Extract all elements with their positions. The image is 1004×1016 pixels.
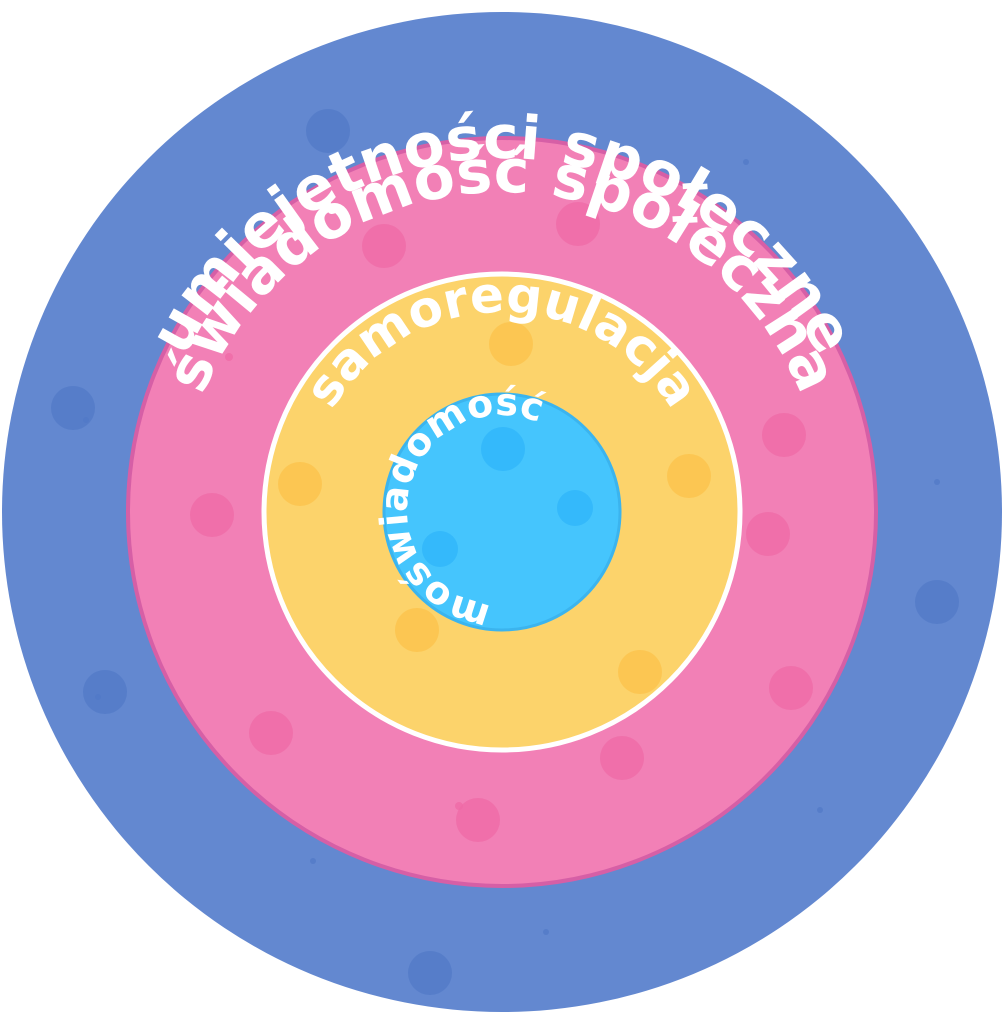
core-circle-dots xyxy=(422,427,593,567)
outer-decor-dot xyxy=(51,386,95,430)
outer-decor-dot xyxy=(310,858,316,864)
outer-decor-dot xyxy=(95,694,101,700)
pink-decor-dot xyxy=(556,202,600,246)
pink-decor-dot xyxy=(769,666,813,710)
outer-decor-dot xyxy=(543,929,549,935)
outer-decor-dot xyxy=(83,417,89,423)
yellow-decor-dot xyxy=(667,454,711,498)
yellow-decor-dot xyxy=(278,462,322,506)
outer-decor-dot xyxy=(306,109,350,153)
yellow-ring-dots xyxy=(278,322,711,694)
outer-decor-dot xyxy=(743,159,749,165)
yellow-decor-dot xyxy=(489,322,533,366)
pink-decor-dot xyxy=(225,353,233,361)
outer-decor-dot xyxy=(934,479,940,485)
pink-decor-dot xyxy=(190,493,234,537)
core-circle xyxy=(382,392,622,632)
pink-ring-dots xyxy=(190,202,813,842)
yellow-decor-dot xyxy=(618,650,662,694)
outer-decor-dot xyxy=(83,670,127,714)
outer-decor-dot xyxy=(408,951,452,995)
core-circle-fill xyxy=(382,392,622,632)
core-decor-dot xyxy=(557,490,593,526)
core-decor-dot xyxy=(481,427,525,471)
pink-decor-dot xyxy=(249,711,293,755)
pink-decor-dot xyxy=(456,798,500,842)
pink-decor-dot xyxy=(455,802,463,810)
outer-decor-dot xyxy=(915,580,959,624)
pink-decor-dot xyxy=(746,512,790,556)
pink-decor-dot xyxy=(762,413,806,457)
yellow-decor-dot xyxy=(395,608,439,652)
outer-decor-dot xyxy=(817,807,823,813)
outer-ring-dots xyxy=(51,109,959,995)
pink-decor-dot xyxy=(362,224,406,268)
core-decor-dot xyxy=(422,531,458,567)
pink-decor-dot xyxy=(600,736,644,780)
